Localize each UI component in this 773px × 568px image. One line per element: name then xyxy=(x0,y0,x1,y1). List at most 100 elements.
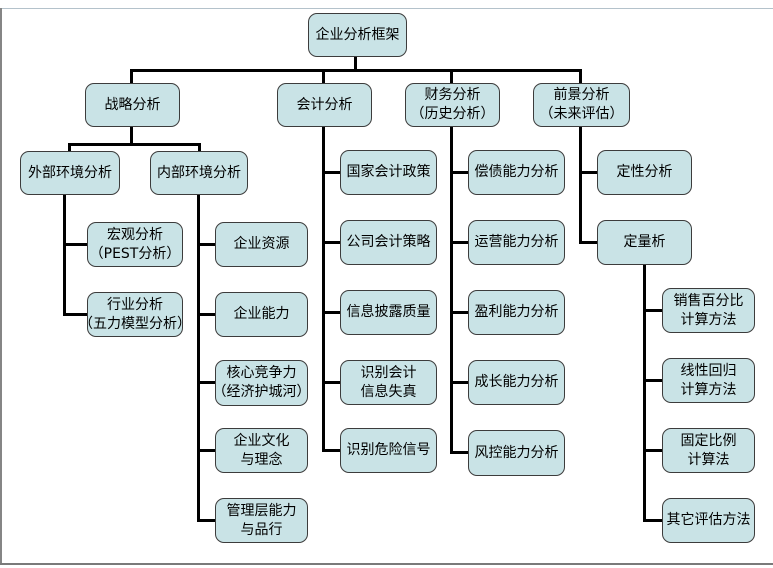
node-macro-pest: 宏观分析 （PEST分析） xyxy=(87,222,183,267)
node-prospect-analysis: 前景分析 （未来评估） xyxy=(533,83,630,127)
node-growth-analysis: 成长能力分析 xyxy=(468,360,565,405)
connector xyxy=(68,143,71,152)
connector xyxy=(450,311,469,314)
node-core-competitiveness: 核心竞争力 （经济护城河） xyxy=(212,360,311,406)
connector xyxy=(322,311,341,314)
connector xyxy=(450,171,469,174)
node-risk-control-analysis: 风控能力分析 xyxy=(468,430,565,476)
connector xyxy=(197,381,216,384)
node-identify-distortion: 识别会计 信息失真 xyxy=(340,360,437,405)
connector xyxy=(322,449,341,452)
connector xyxy=(130,69,582,72)
frame-top-edge xyxy=(2,8,773,9)
node-label: 企业分析框架 xyxy=(315,26,400,43)
connector xyxy=(579,126,582,244)
connector xyxy=(68,143,201,146)
connector xyxy=(643,264,646,522)
node-label: 管理层能力 与品行 xyxy=(226,502,297,538)
node-fixed-ratio-method: 固定比例 计算法 xyxy=(662,428,755,473)
connector xyxy=(579,69,582,84)
connector xyxy=(643,379,663,382)
node-label: 战略分析 xyxy=(104,96,161,113)
node-label: 识别危险信号 xyxy=(346,442,431,458)
node-management-character: 管理层能力 与品行 xyxy=(215,498,308,543)
node-label: 偿债能力分析 xyxy=(474,164,559,180)
connector xyxy=(450,381,469,384)
node-operating-analysis: 运营能力分析 xyxy=(468,220,565,265)
node-disclosure-quality: 信息披露质量 xyxy=(340,290,437,335)
connector xyxy=(450,451,469,454)
node-accounting-analysis: 会计分析 xyxy=(277,83,372,127)
connector xyxy=(643,449,663,452)
connector xyxy=(322,381,341,384)
connector xyxy=(198,143,201,152)
node-label: 风控能力分析 xyxy=(474,444,559,461)
node-label: 财务分析 （历史分析） xyxy=(410,87,495,122)
node-qualitative-analysis: 定性分析 xyxy=(597,150,692,195)
node-label: 销售百分比 计算方法 xyxy=(673,292,744,328)
node-label: 信息披露质量 xyxy=(346,304,431,320)
connector xyxy=(322,126,325,452)
node-label: 国家会计政策 xyxy=(346,164,431,180)
connector xyxy=(643,519,663,522)
node-identify-danger-signals: 识别危险信号 xyxy=(340,428,437,473)
node-label: 定量析 xyxy=(623,234,666,250)
node-enterprise-resources: 企业资源 xyxy=(215,222,308,267)
node-label: 前景分析 （未来评估） xyxy=(539,87,624,122)
node-culture-philosophy: 企业文化 与理念 xyxy=(215,428,308,473)
connector xyxy=(63,194,66,316)
connector xyxy=(322,171,341,174)
connector xyxy=(130,126,133,144)
node-label: 固定比例 计算法 xyxy=(680,432,737,468)
node-label: 会计分析 xyxy=(296,96,353,113)
node-label: 企业资源 xyxy=(233,236,290,252)
connector xyxy=(322,241,341,244)
node-label: 行业分析 （五力模型分析） xyxy=(79,296,191,332)
connector xyxy=(130,69,133,84)
connector xyxy=(450,126,453,454)
node-enterprise-capability: 企业能力 xyxy=(215,292,308,337)
node-label: 运营能力分析 xyxy=(474,234,559,250)
connector xyxy=(354,56,357,70)
connector xyxy=(63,243,88,246)
node-label: 核心竞争力 （经济护城河） xyxy=(212,365,311,400)
node-label: 企业能力 xyxy=(233,306,290,322)
node-sales-percentage-method: 销售百分比 计算方法 xyxy=(662,288,755,333)
node-label: 宏观分析 （PEST分析） xyxy=(89,226,181,262)
node-label: 公司会计策略 xyxy=(346,234,431,250)
connector xyxy=(450,241,469,244)
node-internal-environment: 内部环境分析 xyxy=(150,151,248,195)
connector xyxy=(197,449,216,452)
connector xyxy=(579,171,598,174)
frame-left-edge xyxy=(0,8,2,565)
connector xyxy=(197,243,216,246)
connector xyxy=(450,69,453,84)
node-label: 成长能力分析 xyxy=(474,374,559,390)
node-financial-analysis: 财务分析 （历史分析） xyxy=(405,83,500,127)
connector xyxy=(322,69,325,84)
connector xyxy=(63,313,88,316)
node-label: 线性回归 计算方法 xyxy=(680,362,737,398)
connector xyxy=(197,194,200,522)
node-profitability-analysis: 盈利能力分析 xyxy=(468,290,565,335)
node-strategy-analysis: 战略分析 xyxy=(85,83,180,127)
node-label: 定性分析 xyxy=(616,164,673,180)
node-label: 盈利能力分析 xyxy=(474,304,559,320)
node-root: 企业分析框架 xyxy=(308,13,407,57)
node-label: 识别会计 信息失真 xyxy=(360,364,417,400)
connector xyxy=(197,519,216,522)
connector xyxy=(579,241,598,244)
node-linear-regression-method: 线性回归 计算方法 xyxy=(662,358,755,403)
node-industry-five-forces: 行业分析 （五力模型分析） xyxy=(79,292,191,337)
node-company-accounting-strategy: 公司会计策略 xyxy=(340,220,437,265)
node-label: 内部环境分析 xyxy=(157,164,241,181)
connector xyxy=(197,313,216,316)
node-label: 其它评估方法 xyxy=(666,512,751,528)
connector xyxy=(643,309,663,312)
node-solvency-analysis: 偿债能力分析 xyxy=(468,150,565,195)
node-national-accounting-policy: 国家会计政策 xyxy=(340,150,437,195)
node-external-environment: 外部环境分析 xyxy=(20,151,120,195)
node-quantitative-analysis: 定量析 xyxy=(597,220,692,265)
node-label: 外部环境分析 xyxy=(28,164,112,181)
